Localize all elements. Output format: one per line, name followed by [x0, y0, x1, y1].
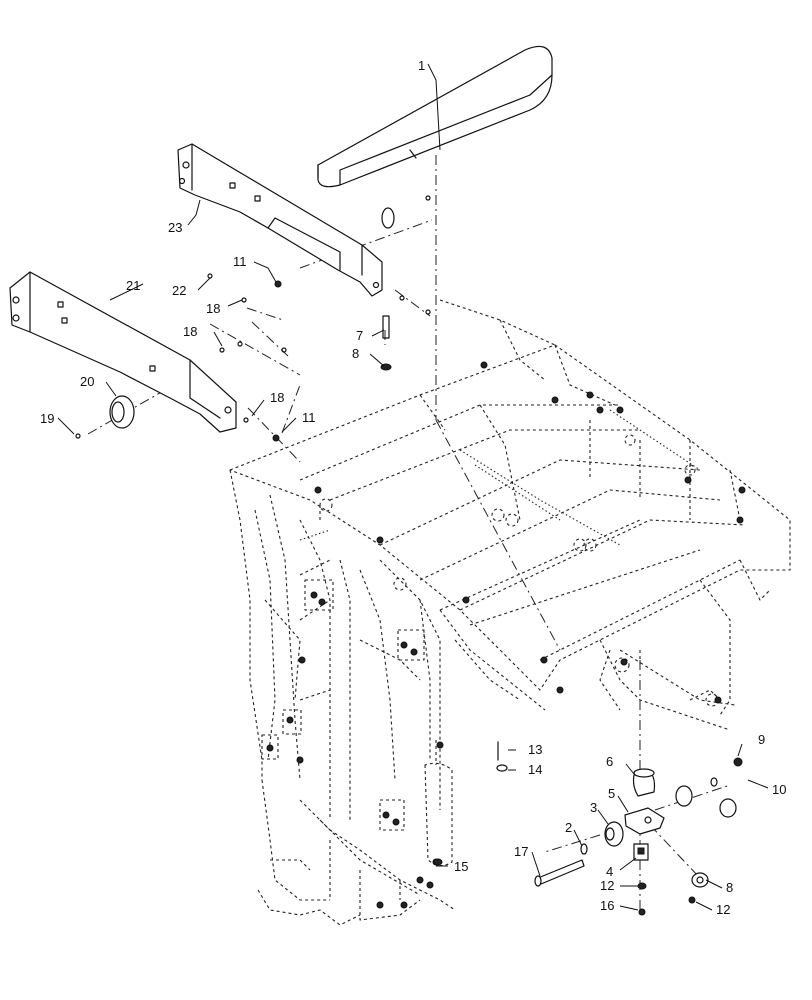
callout-13: 13 [528, 742, 542, 757]
callout-7: 7 [356, 328, 363, 343]
callout-11-lower: 11 [302, 410, 316, 425]
chassis-frame [229, 299, 791, 926]
callout-19: 19 [40, 411, 54, 426]
callout-17: 17 [514, 844, 528, 859]
hinge-hardware [433, 741, 743, 916]
knob [109, 395, 135, 429]
callout-14: 14 [528, 762, 542, 777]
callout-16: 16 [600, 898, 614, 913]
callout-labels: 1 2 3 4 5 6 7 8 8 9 10 11 11 12 12 13 14… [40, 58, 786, 917]
knob-upper [381, 207, 395, 229]
callout-8-upper: 8 [352, 346, 359, 361]
bracket-left [9, 271, 237, 433]
callout-21: 21 [126, 278, 140, 293]
bracket-right [177, 143, 383, 297]
callout-2: 2 [565, 820, 572, 835]
callout-8-lower: 8 [726, 880, 733, 895]
callout-22: 22 [172, 283, 186, 298]
callout-9: 9 [758, 732, 765, 747]
callout-3: 3 [590, 800, 597, 815]
callout-20: 20 [80, 374, 94, 389]
callout-18-lower: 18 [270, 390, 284, 405]
leader-lines [57, 63, 769, 911]
callout-18-middle: 18 [183, 324, 197, 339]
callout-12-right: 12 [716, 902, 730, 917]
callout-18-upper: 18 [206, 301, 220, 316]
callout-12-middle: 12 [600, 878, 614, 893]
bracket-hardware [75, 195, 431, 442]
callout-5: 5 [608, 786, 615, 801]
callout-11-upper: 11 [233, 254, 247, 269]
armrest-pad [317, 45, 553, 188]
callout-6: 6 [606, 754, 613, 769]
callout-1: 1 [418, 58, 425, 73]
assembly-lines [87, 155, 731, 915]
callout-4: 4 [606, 864, 613, 879]
callout-15: 15 [454, 859, 468, 874]
callout-10: 10 [772, 782, 786, 797]
callout-23: 23 [168, 220, 182, 235]
